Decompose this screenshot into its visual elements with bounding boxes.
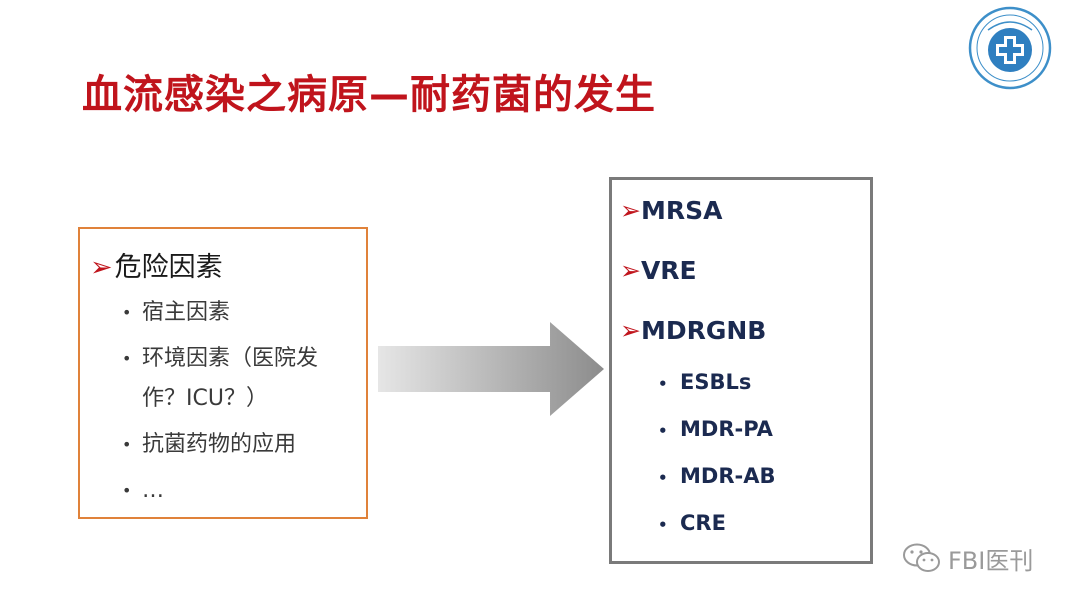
pathogen-heading-mdrgnb: ➢MDRGNB — [620, 316, 766, 345]
bullet-icon: • — [658, 469, 668, 487]
pathogen-label: MDRGNB — [640, 316, 767, 345]
list-item: • 环境因素（医院发作？ICU？） — [120, 339, 360, 419]
risk-factors-heading-label: 危险因素 — [114, 252, 223, 283]
bullet-icon: • — [122, 435, 132, 454]
pathogen-heading-mrsa: ➢MRSA — [620, 196, 722, 225]
list-item: • 抗菌药物的应用 — [120, 425, 360, 465]
arrow-bullet-icon: ➢ — [620, 316, 641, 345]
list-item-label: … — [142, 478, 164, 503]
bullet-icon: • — [122, 303, 132, 322]
risk-factors-box: ➢危险因素 •宿主因素 •环境因素（医院发作？ICU？） •抗菌药物的应用 •… — [78, 227, 368, 519]
bullet-icon: • — [122, 481, 132, 500]
watermark-label: FBI医刊 — [948, 546, 1034, 575]
pathogen-subitem-label: MDR-AB — [680, 464, 776, 488]
bullet-icon: • — [122, 349, 132, 368]
slide-title: 血流感染之病原—耐药菌的发生 — [82, 72, 656, 118]
list-item: • 宿主因素 — [120, 293, 360, 333]
pathogen-subitem-label: MDR-PA — [680, 417, 773, 441]
pathogen-subitem-label: ESBLs — [680, 370, 752, 394]
bullet-icon: • — [658, 516, 668, 534]
list-item: •… — [120, 471, 360, 511]
pathogen-subitem: • CRE — [658, 511, 726, 535]
pathogen-label: MRSA — [640, 196, 723, 225]
pathogen-label: VRE — [640, 256, 697, 285]
pathogen-box: ➢MRSA ➢VRE ➢MDRGNB •ESBLs •MDR-PA •MDR-A… — [609, 177, 873, 564]
pathogen-subitem: • ESBLs — [658, 370, 751, 394]
wechat-icon — [903, 543, 940, 572]
risk-factors-list: •宿主因素 •环境因素（医院发作？ICU？） •抗菌药物的应用 •… — [120, 293, 360, 517]
pathogen-subitem: • MDR-PA — [658, 417, 773, 441]
list-item-label: 环境因素（医院发作？ICU？） — [142, 346, 319, 411]
bullet-icon: • — [658, 422, 668, 440]
risk-factors-heading: ➢危险因素 — [90, 245, 223, 284]
pathogen-heading-vre: ➢VRE — [620, 256, 697, 285]
right-arrow-icon — [378, 322, 604, 416]
hospital-logo-icon — [968, 6, 1052, 90]
watermark: FBI医刊 — [902, 540, 1033, 576]
pathogen-subitem-label: CRE — [680, 511, 726, 535]
arrow-bullet-icon: ➢ — [620, 256, 641, 285]
arrow-bullet-icon: ➢ — [90, 252, 113, 283]
pathogen-subitem: • MDR-AB — [658, 464, 775, 488]
list-item-label: 宿主因素 — [142, 300, 231, 325]
bullet-icon: • — [658, 375, 668, 393]
arrow-bullet-icon: ➢ — [620, 196, 641, 225]
list-item-label: 抗菌药物的应用 — [142, 432, 297, 457]
